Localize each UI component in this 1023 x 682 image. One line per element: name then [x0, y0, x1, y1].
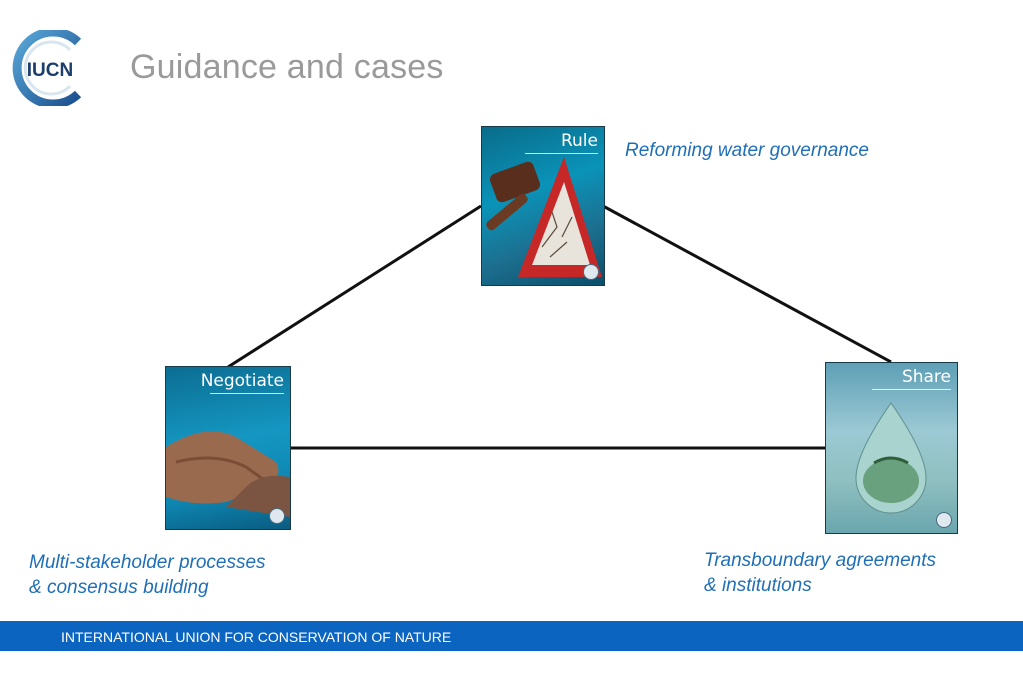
iucn-seal-icon	[936, 512, 952, 528]
share-caption-line: & institutions	[704, 575, 812, 596]
rule-caption: Reforming water governance	[625, 138, 869, 163]
iucn-logo-icon: IUCN	[12, 30, 82, 106]
rule-book-cover[interactable]: Rule	[481, 126, 605, 286]
page-title: Guidance and cases	[130, 48, 444, 86]
rule-book-title: Rule	[560, 131, 598, 151]
footer-bar: INTERNATIONAL UNION FOR CONSERVATION OF …	[0, 621, 1023, 651]
share-book-cover[interactable]: Share	[825, 362, 958, 534]
negotiate-book-title: Negotiate	[200, 371, 284, 391]
handshake-image	[166, 431, 290, 517]
water-drop-image	[855, 402, 927, 514]
iucn-seal-icon	[583, 264, 599, 280]
share-book-title: Share	[901, 367, 951, 387]
share-caption: Transboundary agreements & institutions	[704, 548, 936, 598]
negotiate-caption: Multi-stakeholder processes & consensus …	[29, 550, 266, 600]
logo-text: IUCN	[27, 60, 73, 81]
share-caption-line: Transboundary agreements	[704, 550, 936, 571]
footer-text: INTERNATIONAL UNION FOR CONSERVATION OF …	[61, 629, 452, 645]
negotiate-caption-line: & consensus building	[29, 577, 209, 598]
negotiate-caption-line: Multi-stakeholder processes	[29, 552, 266, 573]
gavel-image	[486, 157, 602, 277]
iucn-seal-icon	[269, 508, 285, 524]
rule-caption-line: Reforming water governance	[625, 140, 869, 161]
negotiate-book-cover[interactable]: Negotiate	[165, 366, 291, 530]
